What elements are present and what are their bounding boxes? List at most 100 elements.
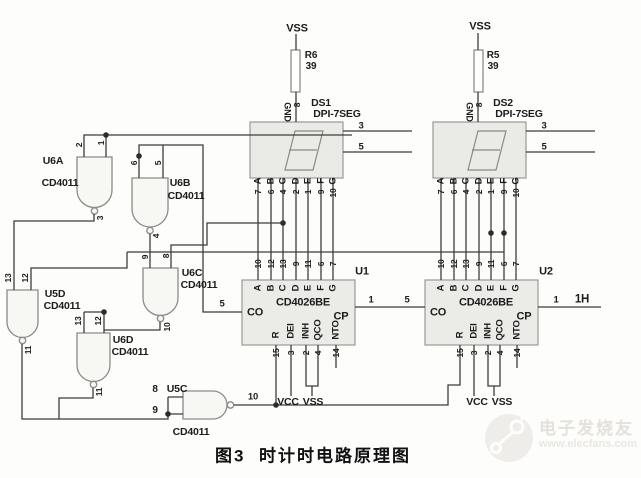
u5d-pin-13: 13 <box>2 273 13 283</box>
u2-num-14: 14 <box>511 348 522 358</box>
elecfans-logo-icon <box>485 412 533 462</box>
u6a-pin-1: 1 <box>95 140 106 146</box>
gate-u6c <box>142 267 179 317</box>
u1-in-b: B <box>265 284 277 292</box>
u1-vss: VSS <box>302 395 324 408</box>
gate-u6d <box>76 332 111 383</box>
u6b-pin-6: 6 <box>128 160 139 166</box>
u1-in-e: E <box>302 284 314 292</box>
u2-part: CD4026BE <box>458 296 514 309</box>
junction-dot <box>280 220 286 226</box>
u2-in-g: G <box>510 284 522 292</box>
u6c-pin-8: 8 <box>160 253 171 259</box>
u2-top-13: 13 <box>460 259 471 269</box>
vss-right-label: VSS <box>469 20 491 33</box>
ds1-pin-8: 8 <box>291 102 302 108</box>
bubble-u6b <box>146 226 154 235</box>
ds1-seg-d: D <box>290 177 302 185</box>
u6b-pin-5: 5 <box>152 160 163 166</box>
u1-num-2: 2 <box>300 350 311 356</box>
u1-co: CO <box>246 306 264 319</box>
u1-cp-pin-1: 1 <box>368 294 374 306</box>
ds1-seg-b: B <box>265 177 277 185</box>
ds2-pin-3: 3 <box>541 120 547 132</box>
ds2-seg-b: B <box>448 177 460 185</box>
ds2-seg-e: E <box>485 177 497 185</box>
r6-value: 39 <box>305 61 317 72</box>
u1-num-15: 15 <box>270 348 281 358</box>
u6c-pin-9: 9 <box>139 254 150 260</box>
ds1-num-2: 2 <box>290 189 301 195</box>
resistor-r6 <box>290 49 301 93</box>
junction-dot <box>165 411 171 417</box>
resistor-r5 <box>473 49 484 93</box>
u6a-pin-3: 3 <box>94 215 105 221</box>
u1-top-13: 13 <box>277 259 288 269</box>
u1-top-6: 6 <box>315 261 326 267</box>
ds2-num-2: 2 <box>473 189 484 195</box>
ds2-ref: DS2 <box>493 96 513 109</box>
u6d-pin-11: 11 <box>93 387 104 397</box>
u6c-part: CD4011 <box>180 278 218 291</box>
junction-dot <box>501 230 507 236</box>
ds1-seg-e: E <box>302 177 314 185</box>
u6d-pin-13: 13 <box>72 316 83 326</box>
u1-top-11: 11 <box>302 259 313 269</box>
ds2-num-7: 7 <box>435 189 446 195</box>
u5d-pin-12: 12 <box>19 273 30 283</box>
u2-in-e: E <box>485 284 497 292</box>
u2-vss: VSS <box>491 395 513 408</box>
u1-top-7: 7 <box>327 261 338 267</box>
watermark-brand-text: 电子发烧友 <box>539 419 634 438</box>
ds2-pin-5: 5 <box>541 141 547 153</box>
ds2-num-9: 9 <box>498 189 509 195</box>
ds2-num-1: 1 <box>485 189 496 195</box>
u2-num-4: 4 <box>494 350 505 356</box>
u1-cp: CP <box>333 310 349 323</box>
junction-dots <box>101 132 507 417</box>
u2-top-9: 9 <box>473 261 484 267</box>
u5c-ref: U5C <box>166 382 188 395</box>
u1-pin-qco: QCO <box>312 319 324 341</box>
ds2-seg-c: C <box>460 177 472 185</box>
u1-num-14: 14 <box>330 348 341 358</box>
ds1-num-6: 6 <box>265 189 276 195</box>
counter-u1 <box>241 279 356 346</box>
ds1-pin-gnd: GND <box>282 102 293 122</box>
figure-caption: 图3 时计时电路原理图 <box>215 446 411 466</box>
bubble-u6d <box>89 380 98 389</box>
gate-u5c <box>182 390 228 420</box>
ds1-num-1: 1 <box>302 189 313 195</box>
wires <box>13 33 601 420</box>
u1-num-4: 4 <box>312 350 323 356</box>
u5d-pin-11: 11 <box>22 345 33 355</box>
ds1-seg-f: F <box>315 178 327 184</box>
u5d-part: CD4011 <box>43 299 81 312</box>
ds2-pin-gnd: GND <box>464 102 475 122</box>
ds1-pin-5: 5 <box>358 141 364 153</box>
watermark: 电子发烧友 www.elecfans.com <box>483 410 637 472</box>
u6d-part: CD4011 <box>111 345 149 358</box>
vss-left-label: VSS <box>286 22 308 35</box>
u2-in-a: A <box>435 284 447 292</box>
u2-in-d: D <box>473 284 485 292</box>
seven-segment-glyph-ds2 <box>467 130 507 171</box>
u2-top-12: 12 <box>448 259 459 269</box>
u6a-part: CD4011 <box>41 176 79 189</box>
ds1-seg-g: G <box>327 177 339 185</box>
ds1-num-4: 4 <box>277 189 288 195</box>
u1-co-pin-5: 5 <box>219 298 225 310</box>
u1-in-f: F <box>315 285 327 291</box>
u2-cp: CP <box>516 310 532 323</box>
watermark-url-text: www.elecfans.com <box>539 438 638 450</box>
u1-part: CD4026BE <box>275 296 331 309</box>
u1-in-d: D <box>290 284 302 292</box>
u1-ref: U1 <box>355 265 369 278</box>
u2-pin-r: R <box>454 331 466 339</box>
u1-top-10: 10 <box>252 259 263 269</box>
junction-dot <box>488 230 494 236</box>
u1-in-g: G <box>327 284 339 292</box>
u2-top-10: 10 <box>435 259 446 269</box>
u2-pin-inh: INH <box>482 323 494 339</box>
nand-gates <box>6 156 235 420</box>
